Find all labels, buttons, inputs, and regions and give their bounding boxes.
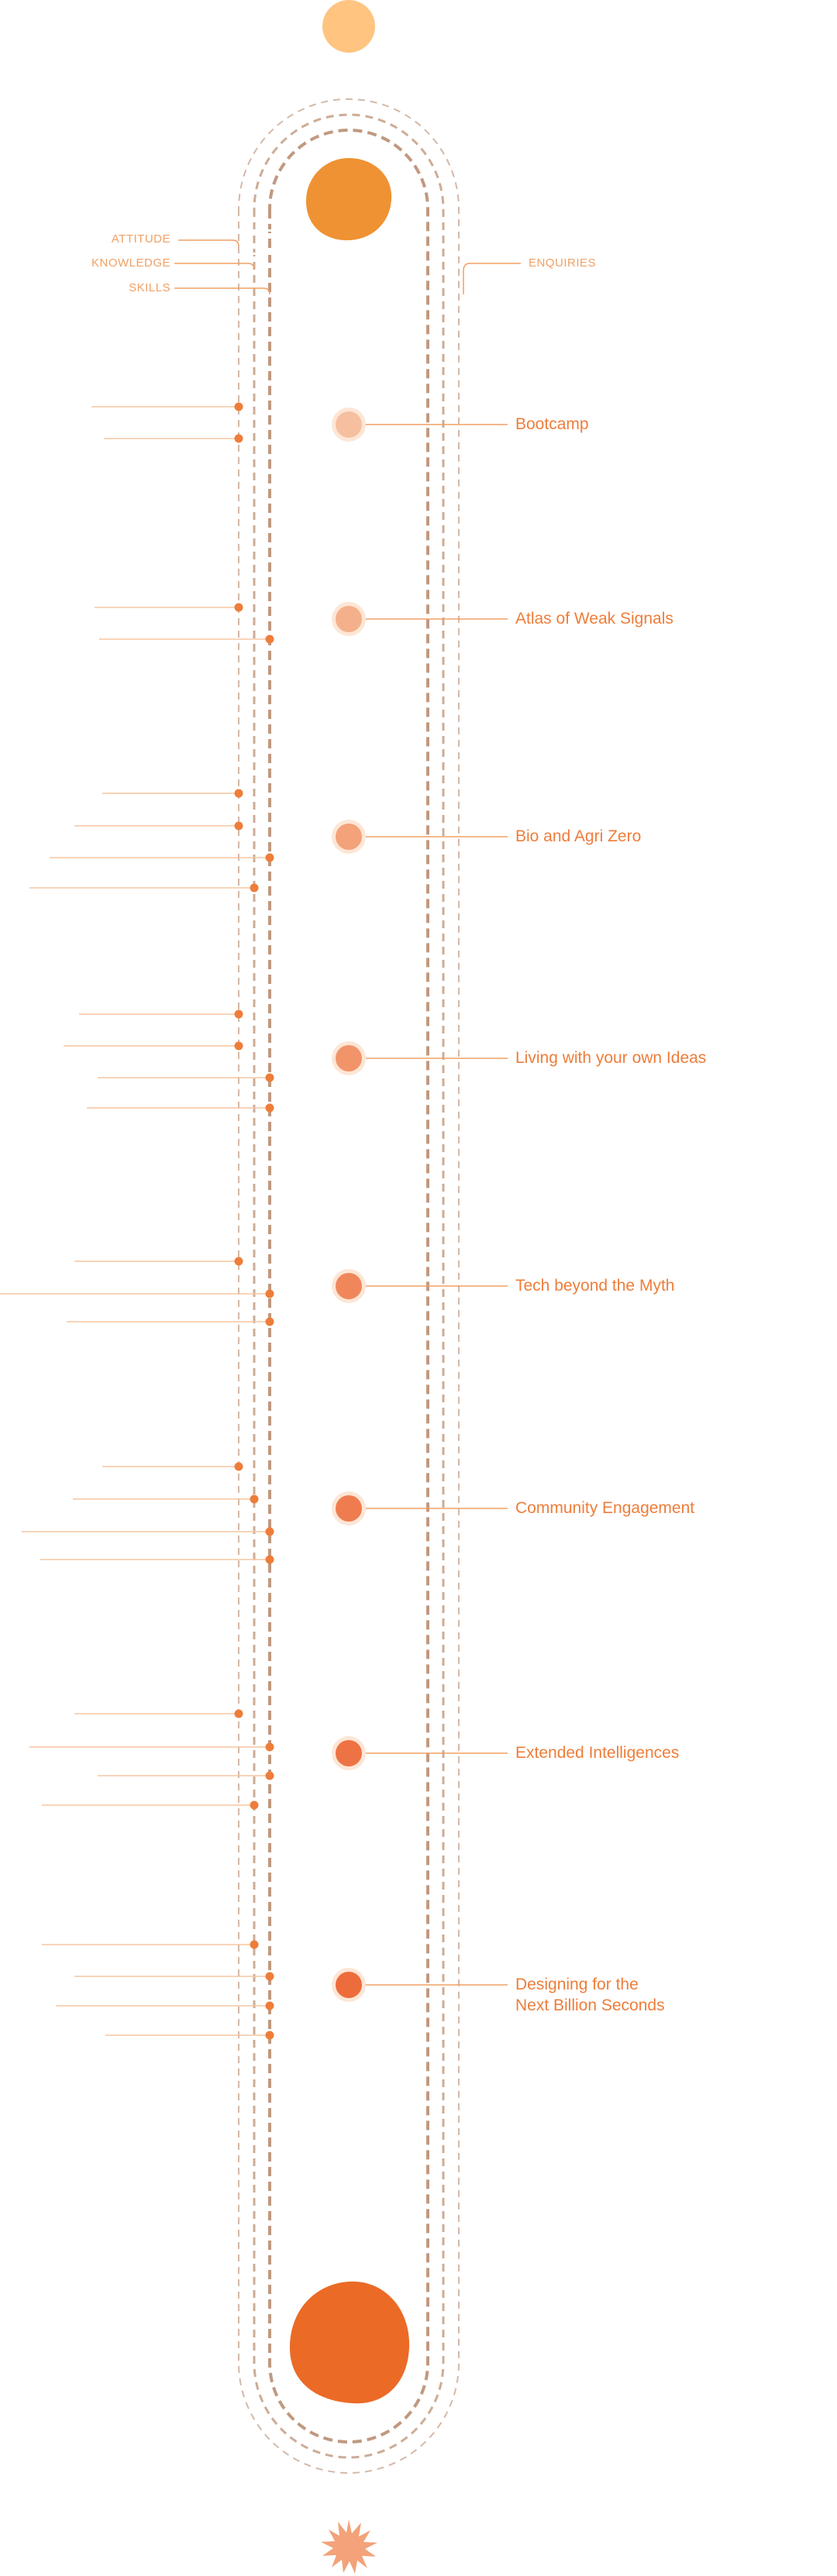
knowledge-label: KNOWLEDGE <box>91 256 170 270</box>
course-node[interactable] <box>336 1495 362 1522</box>
outcome-dot[interactable] <box>265 1972 274 1981</box>
outcome-dot[interactable] <box>234 1009 243 1019</box>
course-node[interactable] <box>336 1273 362 1299</box>
outcome-dot[interactable] <box>234 1257 243 1266</box>
attitude-label: ATTITUDE <box>111 232 170 246</box>
outcome-dot[interactable] <box>265 1103 274 1113</box>
outcome-dot[interactable] <box>234 1041 243 1051</box>
outcome-dot[interactable] <box>234 789 243 798</box>
skills-connector <box>174 287 270 295</box>
outcome-dot[interactable] <box>234 1709 243 1718</box>
outcome-dot[interactable] <box>265 1073 274 1082</box>
outcome-dot[interactable] <box>265 2031 274 2040</box>
outcome-dot[interactable] <box>250 1800 259 1810</box>
enquiries-connector <box>463 263 521 294</box>
knowledge-connector <box>174 263 255 270</box>
track-skills <box>268 129 429 2444</box>
course-label[interactable]: Tech beyond the Myth <box>515 1277 675 1295</box>
course-node[interactable] <box>336 1972 362 1998</box>
course-node[interactable] <box>336 1045 362 1071</box>
course-node[interactable] <box>336 606 362 632</box>
end-blob <box>289 2281 410 2404</box>
course-label[interactable]: Bootcamp <box>515 415 589 433</box>
start-blob <box>306 158 392 241</box>
course-node[interactable] <box>336 824 362 850</box>
outcome-dot[interactable] <box>250 1940 259 1949</box>
outcome-dot[interactable] <box>265 1289 274 1298</box>
outcome-dot[interactable] <box>265 853 274 862</box>
attitude-connector <box>178 239 239 247</box>
outcome-dot[interactable] <box>265 1742 274 1752</box>
course-label[interactable]: Bio and Agri Zero <box>515 827 642 845</box>
outcome-dot[interactable] <box>265 1317 274 1326</box>
course-label[interactable]: Atlas of Weak Signals <box>515 610 673 628</box>
star-icon <box>321 2519 377 2574</box>
outcome-dot[interactable] <box>234 434 243 443</box>
course-label[interactable]: Community Engagement <box>515 1499 695 1517</box>
track-attitude <box>238 98 460 2474</box>
outcome-dot[interactable] <box>250 883 259 892</box>
outcome-dot[interactable] <box>265 2001 274 2010</box>
outcome-dot[interactable] <box>265 635 274 644</box>
outcome-dot[interactable] <box>234 603 243 612</box>
outcome-dot[interactable] <box>250 1494 259 1504</box>
course-label[interactable]: Living with your own Ideas <box>515 1049 707 1067</box>
outcome-dot[interactable] <box>234 821 243 831</box>
outcome-dot[interactable] <box>265 1555 274 1564</box>
course-node[interactable] <box>336 411 362 438</box>
course-label[interactable]: Extended Intelligences <box>515 1744 680 1762</box>
course-node[interactable] <box>336 1740 362 1766</box>
outcome-dot[interactable] <box>234 1462 243 1471</box>
track-knowledge <box>253 113 445 2459</box>
outcome-dot[interactable] <box>234 402 243 411</box>
enquiries-link[interactable]: ENQUIRIES <box>529 256 597 270</box>
outcome-dot[interactable] <box>265 1527 274 1536</box>
outcome-dot[interactable] <box>265 1771 274 1780</box>
skills-label: SKILLS <box>129 281 170 294</box>
top-dot <box>322 0 375 53</box>
